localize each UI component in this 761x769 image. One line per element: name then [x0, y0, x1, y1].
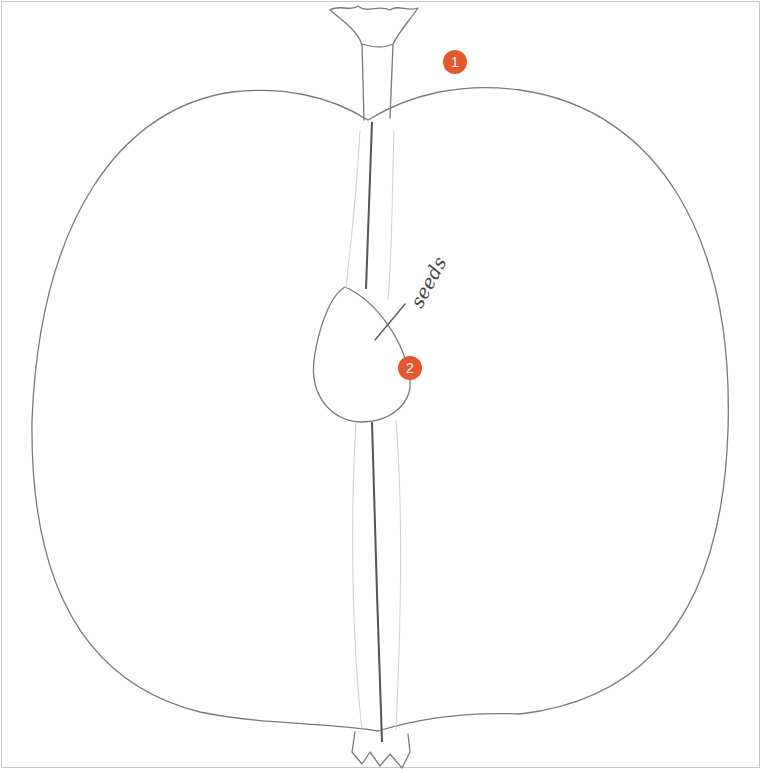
apple-outline: [32, 88, 728, 731]
callout-number: 1: [443, 50, 467, 74]
leader-line: [375, 304, 405, 340]
core-shading: [346, 130, 401, 730]
part-label: seeds: [406, 253, 451, 311]
callout-number: 2: [398, 356, 422, 380]
stem: [330, 6, 418, 120]
seed-outline: [313, 287, 410, 422]
core-line: [366, 122, 382, 742]
